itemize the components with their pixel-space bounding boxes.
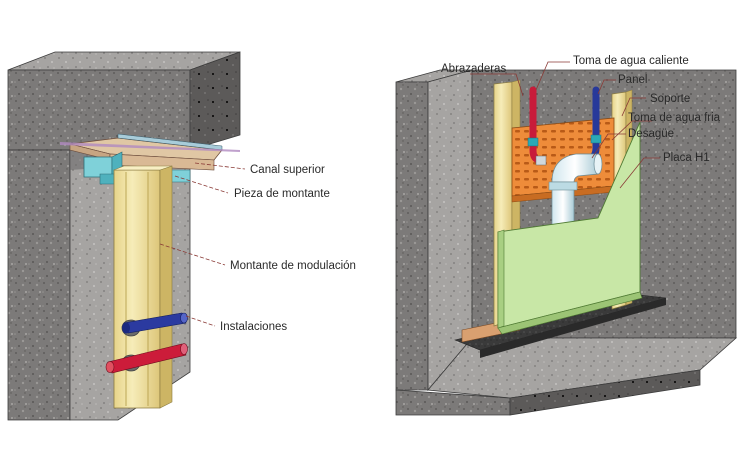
label-instalaciones: Instalaciones	[220, 321, 287, 333]
label-canal-superior: Canal superior	[250, 164, 325, 176]
label-toma-agua-fria: Toma de agua fria	[628, 112, 721, 124]
label-soporte: Soporte	[650, 93, 690, 105]
label-toma-agua-caliente: Toma de agua caliente	[573, 55, 689, 67]
right-wall-detail	[395, 69, 738, 416]
left-wall-detail	[7, 51, 241, 421]
left-slab-front	[7, 69, 191, 151]
right-left-wall	[395, 81, 429, 391]
left-slab-side	[189, 51, 241, 151]
label-pieza-de-montante: Pieza de montante	[234, 188, 330, 200]
label-abrazaderas: Abrazaderas	[441, 63, 506, 75]
label-montante-de-modulacion: Montante de modulación	[230, 260, 356, 272]
left-wall-front	[7, 149, 71, 421]
label-panel: Panel	[618, 74, 647, 86]
label-placa-h1: Placa H1	[663, 152, 710, 164]
hot-water-pipe	[105, 343, 188, 374]
montante-de-modulacion	[113, 169, 161, 409]
cold-water-pipe	[122, 312, 188, 334]
label-desague: Desagüe	[628, 128, 674, 140]
